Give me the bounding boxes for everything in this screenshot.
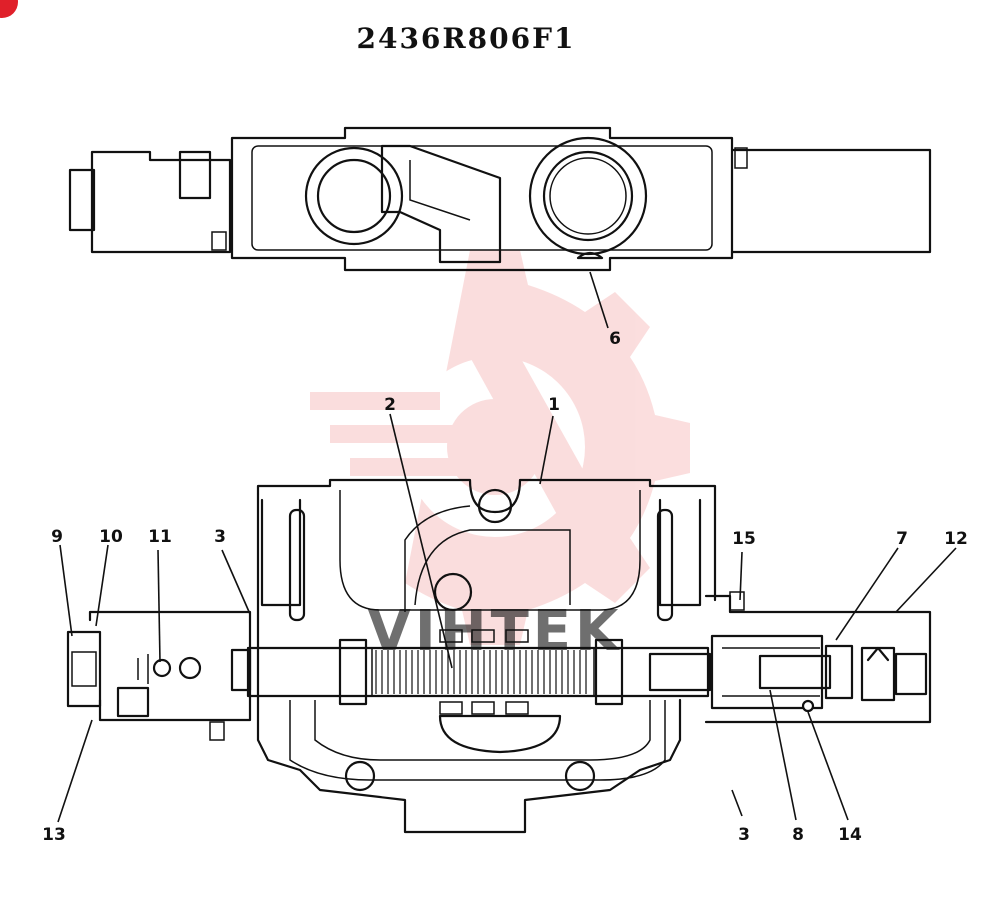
callout-14: 14 — [838, 825, 862, 845]
leader-lines — [57, 271, 957, 823]
callout-10: 10 — [99, 527, 123, 547]
valve-top-view — [68, 126, 932, 272]
callout-numbers: 6 1 2 9 10 11 3 15 7 12 13 3 8 14 — [42, 329, 968, 845]
drawing-title: 2436R806F1 — [356, 22, 575, 55]
callout-6: 6 — [609, 329, 621, 349]
callout-11: 11 — [148, 527, 172, 547]
callout-12: 12 — [944, 529, 968, 549]
valve-section-view — [66, 478, 932, 834]
callout-1: 1 — [548, 395, 560, 415]
callout-8: 8 — [792, 825, 804, 845]
callout-13: 13 — [42, 825, 66, 845]
callout-9: 9 — [51, 527, 63, 547]
callout-2: 2 — [384, 395, 396, 415]
callout-15: 15 — [732, 529, 756, 549]
watermark-gear-logo — [310, 250, 690, 645]
callout-7: 7 — [896, 529, 908, 549]
callout-3-left: 3 — [214, 527, 226, 547]
corner-badge — [0, 0, 18, 18]
callout-3-bottom: 3 — [738, 825, 750, 845]
spool-grooves — [371, 647, 595, 697]
